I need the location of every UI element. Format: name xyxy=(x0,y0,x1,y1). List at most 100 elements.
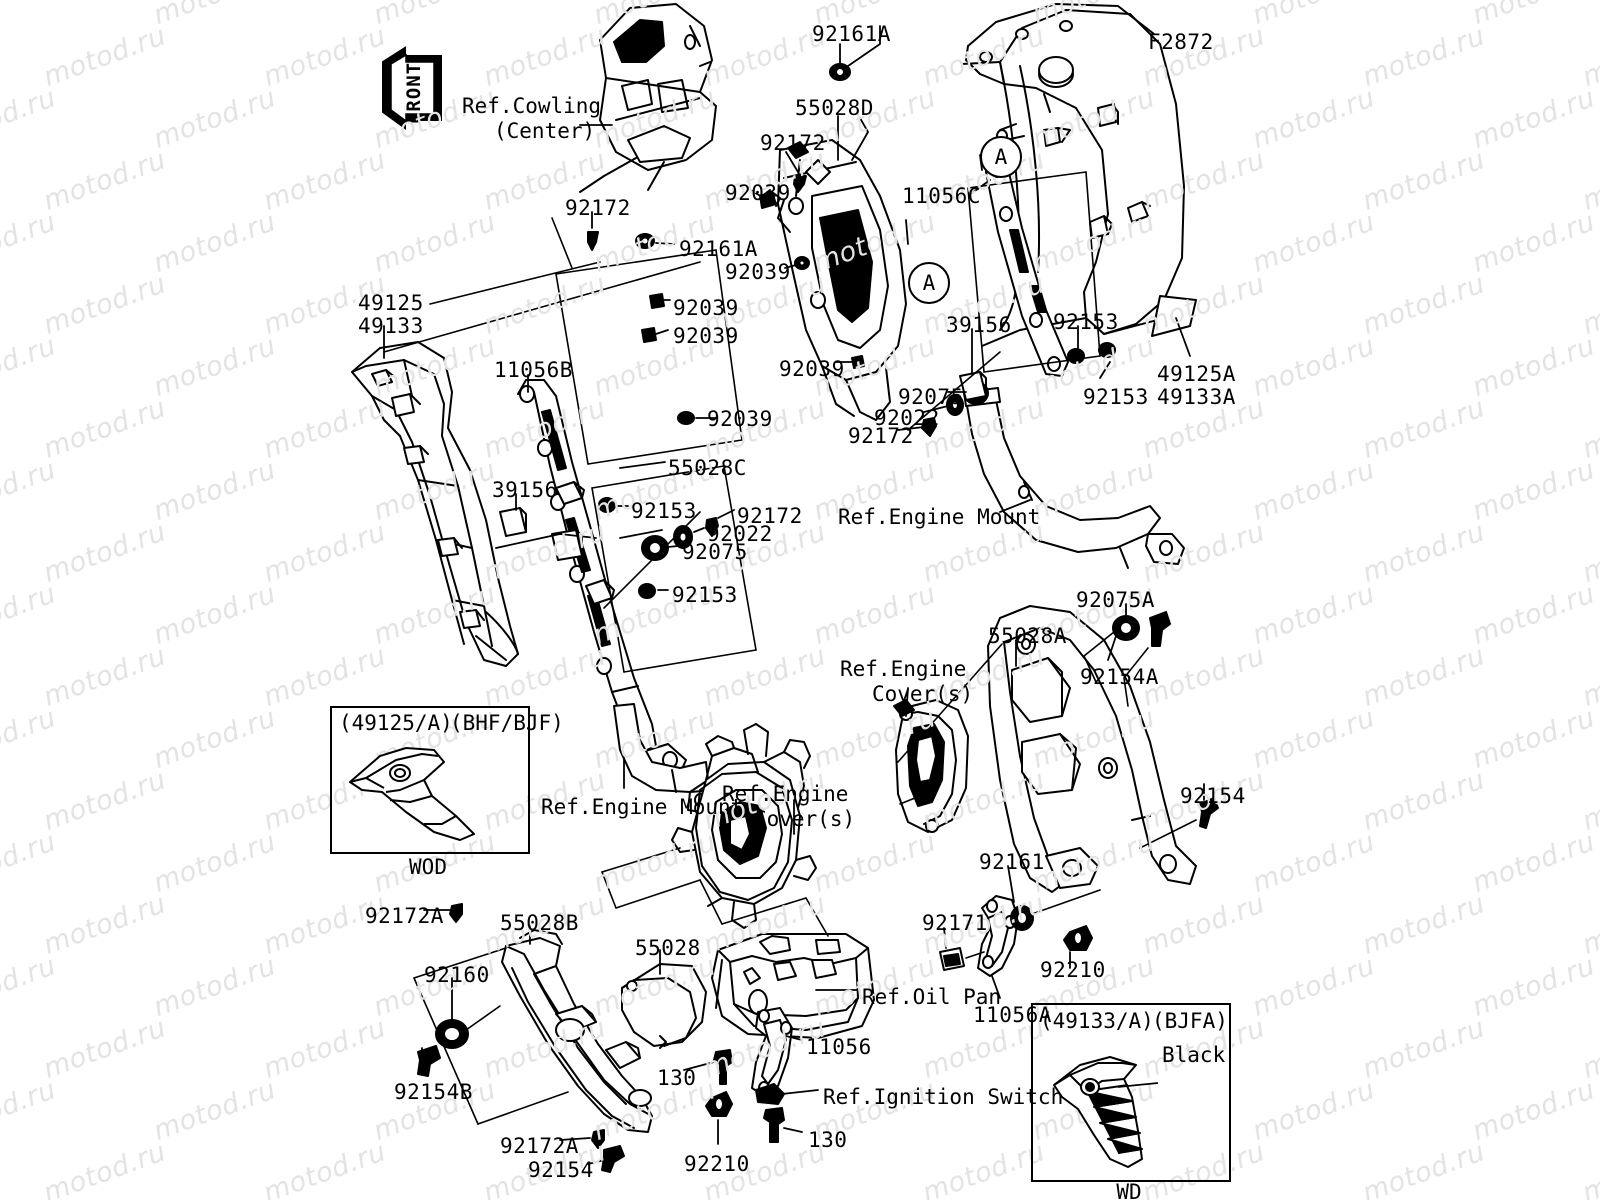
inset-49125A-caption: WOD xyxy=(409,855,447,879)
part-number-92172: 92172 xyxy=(565,196,631,220)
ref-engine-cover-right-line2: Cover(s) xyxy=(872,682,974,706)
fastener-92172A-bot xyxy=(592,1130,604,1148)
part-number-92210: 92210 xyxy=(1040,958,1106,982)
engine-guard-55028A xyxy=(988,606,1196,892)
part-number-55028d: 55028D xyxy=(795,96,874,120)
fastener-92039-e xyxy=(678,412,694,424)
part-number-92171: 92171 xyxy=(922,911,988,935)
cowling-center-part xyxy=(580,4,716,192)
part-number-11056a: 11056A xyxy=(973,1003,1052,1027)
part-number-55028a: 55028A xyxy=(988,624,1067,648)
ref-engine-mount-right-line1: Ref.Engine Mount xyxy=(838,505,1041,529)
inset-49125A-variant: (BHF/BJF) xyxy=(450,711,564,735)
hidden-outline-center-step xyxy=(602,792,930,936)
ref-engine-mount-center: Ref.Engine Mount xyxy=(541,795,743,820)
part-number-92039: 92039 xyxy=(673,324,739,348)
bracket-11056 xyxy=(752,1008,792,1104)
part-number-49133: 49133 xyxy=(358,314,424,338)
inset-49133A-variant: (BJFA) xyxy=(1152,1009,1228,1033)
part-number-55028b: 55028B xyxy=(500,911,579,935)
part-number-92075: 92075 xyxy=(898,385,964,409)
ref-engine-cover-right-line1: Ref.Engine xyxy=(840,657,967,681)
fastener-92154B xyxy=(418,1046,440,1076)
bracket-11056A xyxy=(978,896,1018,976)
fastener-92172-left xyxy=(588,232,598,250)
fastener-130-a xyxy=(714,1050,732,1084)
hidden-outline-engine-guard xyxy=(898,644,1002,762)
fastener-92153-m2 xyxy=(639,584,655,598)
inset-49133A-drawing xyxy=(1053,1056,1159,1168)
fastener-130-b xyxy=(764,1108,784,1142)
part-number-92153: 92153 xyxy=(1053,310,1119,334)
part-number-92172: 92172 xyxy=(760,131,826,155)
fastener-92153-m1 xyxy=(599,498,615,512)
front-arrow-marker: FRONT xyxy=(383,48,441,128)
part-number-92161a: 92161A xyxy=(812,22,891,46)
fastener-92022-right xyxy=(947,395,963,415)
ref-oil-pan: Ref.Oil Pan xyxy=(862,985,1001,1010)
part-number-92022: 92022 xyxy=(874,406,940,430)
part-number-92075a: 92075A xyxy=(1076,588,1155,612)
side-cowl-right xyxy=(962,4,1196,346)
circle-A-lower: A xyxy=(908,262,950,304)
part-number-92039: 92039 xyxy=(707,407,773,431)
ref-engine-cover-center-line1: Ref.Engine xyxy=(722,782,849,806)
fastener-92039-c xyxy=(650,294,664,308)
fastener-92075A xyxy=(1113,616,1139,640)
part-number-92161a: 92161A xyxy=(679,237,758,261)
clip-92171 xyxy=(940,948,964,970)
fastener-92172A-top xyxy=(450,904,462,922)
fastener-92039-a xyxy=(760,192,780,208)
part-number-92172a: 92172A xyxy=(500,1134,579,1158)
part-number-130: 130 xyxy=(808,1128,848,1152)
part-number-92172: 92172 xyxy=(848,424,914,448)
part-number-92153: 92153 xyxy=(1083,385,1149,409)
sheet-code-label: F2872 xyxy=(1148,30,1214,54)
fastener-92154 xyxy=(1200,798,1218,828)
fastener-92153-topright xyxy=(1068,349,1084,363)
inset-49125A-drawing xyxy=(349,747,475,841)
inset-49125A-code: (49125/A) xyxy=(339,711,453,735)
part-number-39156: 39156 xyxy=(946,313,1012,337)
inset-box-49125A xyxy=(330,706,530,854)
part-number-92154: 92154 xyxy=(528,1158,594,1182)
part-number-11056c: 11056C xyxy=(902,184,981,208)
fastener-92210-bot xyxy=(706,1092,732,1116)
part-number-92160: 92160 xyxy=(424,963,490,987)
part-number-49125: 49125 xyxy=(358,291,424,315)
part-number-49125a: 49125A xyxy=(1157,362,1236,386)
part-number-130: 130 xyxy=(657,1066,697,1090)
part-number-11056b: 11056B xyxy=(494,358,573,382)
part-number-92172a: 92172A xyxy=(365,904,444,928)
part-number-92039: 92039 xyxy=(725,260,791,284)
part-number-92154b: 92154B xyxy=(394,1080,473,1104)
fasteners xyxy=(418,64,1218,1172)
engine-mount-right xyxy=(964,388,1184,568)
ref-ignition-switch: Ref.Ignition Switch xyxy=(823,1085,1063,1110)
inset-49133A-color-note: Black xyxy=(1162,1043,1226,1067)
part-number-92153: 92153 xyxy=(672,583,738,607)
fastener-92039-b xyxy=(795,257,809,269)
ref-cowling-center: Ref.Cowling(Center) xyxy=(462,94,601,144)
part-number-92153: 92153 xyxy=(631,499,697,523)
fastener-92153-right xyxy=(1099,343,1115,357)
oil-pan xyxy=(712,934,874,1038)
construction-lines xyxy=(384,218,700,352)
part-number-92039: 92039 xyxy=(673,296,739,320)
clip-39156-right xyxy=(960,372,986,400)
fastener-92210-right xyxy=(1064,926,1092,950)
part-number-92039: 92039 xyxy=(779,357,845,381)
ref-engine-cover-center-line2: Cover(s) xyxy=(754,807,856,831)
ref-ignition-switch-line1: Ref.Ignition Switch xyxy=(823,1085,1064,1109)
ref-cowling-center-line1: Ref.Cowling xyxy=(462,94,602,118)
part-number-92022: 92022 xyxy=(707,522,773,546)
side-cowl-left xyxy=(352,342,518,666)
fastener-92154A xyxy=(1150,612,1170,646)
panel-55028C xyxy=(778,140,906,420)
lower-cowl-55028B xyxy=(502,930,652,1132)
ref-oil-pan-line1: Ref.Oil Pan xyxy=(862,985,1002,1009)
